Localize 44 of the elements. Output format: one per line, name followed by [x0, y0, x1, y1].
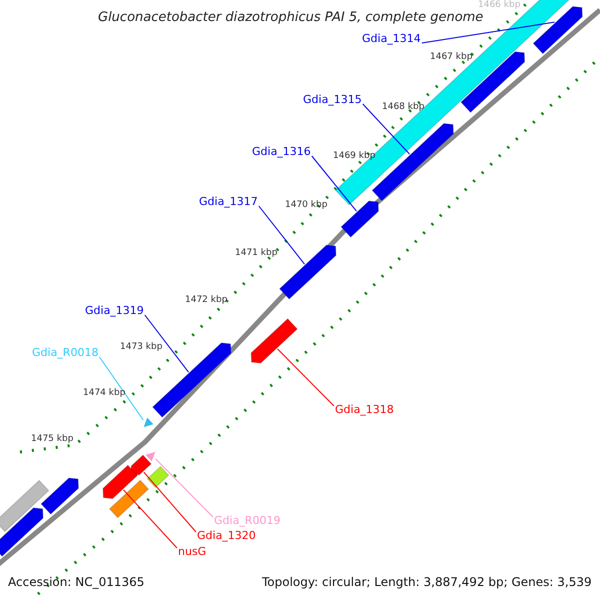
feature-band — [146, 466, 170, 488]
feature-band — [108, 480, 150, 518]
gene-label: Gdia_1316 — [252, 146, 311, 157]
leader-line — [144, 314, 190, 373]
scale-label: 1475 kbp — [31, 435, 74, 444]
scale-label: 1472 kbp — [185, 296, 228, 305]
gene-glyph — [532, 6, 583, 54]
gene-glyph — [0, 507, 44, 557]
gene-triangle — [146, 452, 156, 462]
leader-line — [311, 156, 358, 212]
leader-line — [98, 356, 144, 420]
footer-text: Accession: NC_011365 — [8, 576, 144, 588]
gene-label: Gdia_R0018 — [32, 347, 98, 358]
gene-glyph — [250, 318, 298, 364]
gene-label: Gdia_1317 — [199, 196, 258, 207]
gene-label: Gdia_1314 — [362, 33, 421, 44]
scale-label: 1468 kbp — [382, 103, 424, 112]
leader-line — [258, 206, 306, 265]
gene-glyph — [130, 454, 152, 476]
gene-label: nusG — [178, 546, 206, 557]
gene-label: Gdia_R0019 — [214, 515, 280, 526]
gene-label: Gdia_1318 — [335, 404, 394, 415]
gene-label: Gdia_1315 — [303, 94, 362, 105]
scale-label: 1473 kbp — [120, 343, 162, 352]
scale-label: 1467 kbp — [430, 53, 472, 62]
gene-glyph — [40, 477, 79, 515]
leader-line — [122, 489, 178, 548]
gene-glyph — [278, 244, 336, 300]
gene-triangle — [144, 418, 154, 428]
gene-label: Gdia_1319 — [85, 305, 144, 316]
gene-glyph — [102, 464, 138, 500]
leader-line — [421, 22, 556, 44]
leader-line — [143, 472, 196, 532]
scale-label: 1466 kbp — [478, 1, 520, 10]
footer-text: Topology: circular; Length: 3,887,492 bp; Genes: 3,539 — [262, 576, 592, 588]
title: Gluconacetobacter diazotrophicus PAI 5, complete genome — [98, 11, 484, 24]
feature-band — [0, 480, 50, 532]
leader-line — [276, 348, 334, 406]
leader-line — [155, 458, 214, 518]
gene-label: Gdia_1320 — [197, 530, 256, 541]
scale-label: 1470 kbp — [285, 201, 328, 210]
gene-glyph — [340, 200, 379, 238]
scale-label: 1474 kbp — [83, 389, 126, 398]
leader-line — [362, 104, 410, 155]
